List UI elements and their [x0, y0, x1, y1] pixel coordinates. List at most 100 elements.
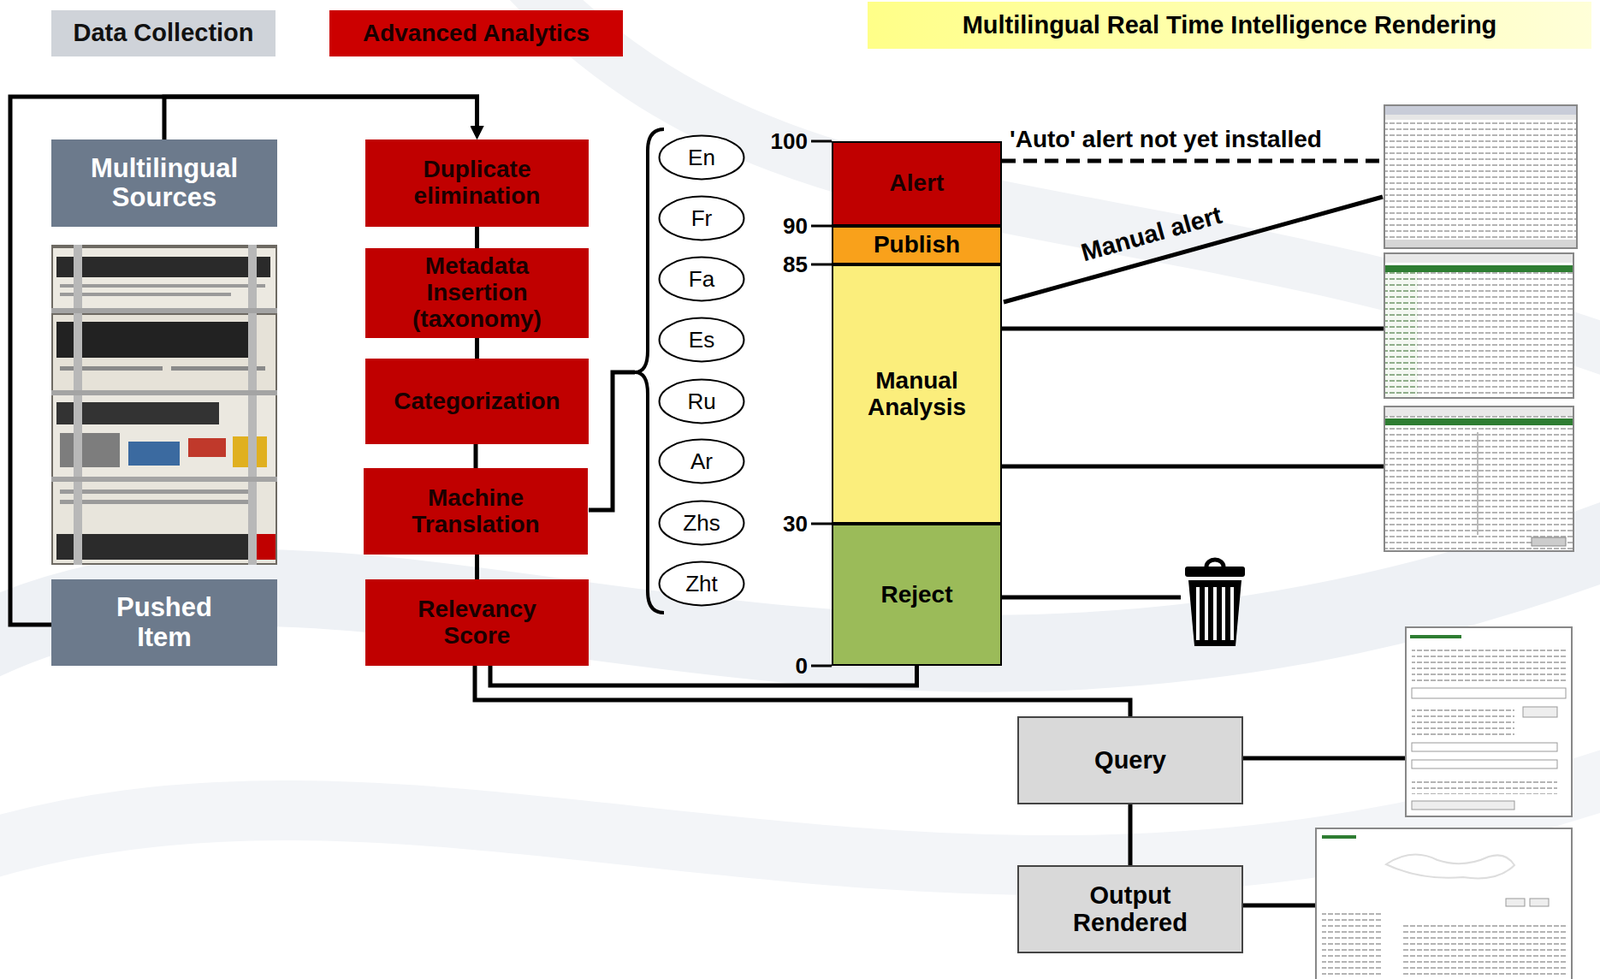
- process-box: Machine Translation: [363, 468, 588, 555]
- leader-lines-part: [1001, 326, 1385, 332]
- scale-ticks-part: [811, 225, 832, 228]
- screenshot-query-form-part: [1411, 800, 1515, 810]
- screenshot-list: [1384, 253, 1574, 398]
- trash-can-part-part: [1196, 586, 1200, 640]
- screenshot-alert-email-part: [1385, 114, 1577, 120]
- screenshot-article-part: [1385, 418, 1573, 426]
- node-text: Duplicate elimination: [384, 156, 570, 210]
- output-box: Query: [1017, 716, 1244, 805]
- section-header: Data Collection: [51, 10, 276, 57]
- language-oval: Zhs: [657, 499, 746, 546]
- screenshot-list-part: [1385, 254, 1573, 263]
- trash-can-part-part: [1213, 586, 1217, 640]
- screenshot-query-form-part: [1411, 687, 1566, 699]
- process-box: Relevancy Score: [365, 579, 589, 666]
- connector: [1128, 804, 1133, 866]
- background-swirl: [0, 0, 1600, 866]
- screenshot-list-part: [1384, 253, 1574, 398]
- note-text: 'Auto' alert not yet installed: [1009, 126, 1322, 154]
- trash-can-part: [1188, 580, 1242, 646]
- newspaper-photo-part: [59, 499, 257, 504]
- connector: [164, 96, 478, 140]
- leader-lines-part: [1243, 756, 1406, 761]
- leader-lines-part: [1001, 595, 1181, 600]
- node-text: En: [687, 145, 716, 171]
- language-brace: [588, 129, 664, 613]
- scale-value: 100: [770, 129, 808, 155]
- connector-group: [10, 96, 1131, 866]
- newspaper-photo-part: [59, 292, 232, 297]
- node-text: Multilingual Sources: [59, 154, 269, 213]
- screenshot-query-form-part: [1411, 646, 1566, 682]
- newspaper-photo-part: [51, 390, 278, 396]
- newspaper-photo-part: [53, 248, 276, 310]
- node-text: Publish: [873, 231, 960, 259]
- process-box: Metadata Insertion (taxonomy): [365, 248, 589, 338]
- screenshot-query-form-part: [1405, 627, 1572, 817]
- language-brace-part: [634, 129, 664, 613]
- scale-ticks-part: [811, 664, 832, 668]
- title-band: Multilingual Real Time Intelligence Rend…: [867, 1, 1592, 49]
- newspaper-photo-part: [73, 244, 83, 565]
- newspaper-photo-part: [248, 244, 257, 565]
- process-box: Categorization: [365, 358, 589, 445]
- newspaper-photo-part: [188, 438, 226, 457]
- screenshot-article-part: [1531, 537, 1566, 546]
- node-text: Advanced Analytics: [362, 20, 590, 48]
- screenshot-query-form-part: [1410, 634, 1462, 639]
- trash-can: [1185, 559, 1245, 646]
- node-text: Fa: [688, 266, 715, 292]
- title-text: Multilingual Real Time Intelligence Rend…: [962, 11, 1498, 40]
- screenshot-alert-email-part: [1385, 106, 1577, 115]
- language-oval: Es: [657, 316, 746, 363]
- newspaper-photo-part: [56, 256, 271, 278]
- scale-ticks-part: [811, 522, 832, 526]
- screenshot-query-form: [1405, 627, 1572, 817]
- oval-shape: [659, 379, 745, 424]
- node-text: Relevancy Score: [384, 596, 570, 650]
- screenshot-query-form-part: [1411, 759, 1558, 769]
- screenshot-list-part: [1385, 265, 1573, 273]
- score-band: Publish: [831, 225, 1002, 265]
- source-box: Pushed Item: [51, 579, 278, 666]
- connector: [490, 665, 918, 686]
- oval-shape: [659, 318, 745, 362]
- newspaper-photo-part: [51, 308, 278, 314]
- connector: [474, 444, 479, 469]
- newspaper-photo-part: [56, 321, 254, 358]
- node-text: Manual Analysis: [841, 367, 992, 421]
- newspaper-photo-part: [51, 244, 278, 565]
- oval-shape: [659, 439, 745, 484]
- screenshot-output-part: [1529, 898, 1549, 907]
- scale-value: 90: [782, 213, 808, 239]
- trash-can-part-part: [1221, 586, 1226, 640]
- screenshot-output-part: [1321, 835, 1357, 839]
- score-band: Manual Analysis: [831, 264, 1002, 524]
- oval-shape: [659, 501, 745, 546]
- score-band: Reject: [831, 523, 1002, 666]
- scale-value: 0: [795, 653, 808, 679]
- scale-value: 85: [782, 252, 808, 278]
- screenshot-list-part: [1385, 272, 1418, 398]
- node-text: Es: [688, 327, 715, 353]
- node-text: Pushed Item: [85, 592, 243, 652]
- screenshot-output-part: [1386, 854, 1515, 879]
- oval-shape: [659, 136, 745, 180]
- process-box: Duplicate elimination: [365, 139, 589, 227]
- connector: [474, 337, 480, 359]
- newspaper-photo-part: [53, 395, 276, 477]
- node-text: Metadata Insertion (taxonomy): [384, 253, 570, 332]
- node-text: Ru: [687, 389, 716, 415]
- node-text: Zhs: [682, 510, 720, 536]
- node-text: Query: [1094, 746, 1167, 775]
- scale-ticks: [811, 141, 832, 666]
- connector: [474, 226, 480, 249]
- language-oval: Ru: [657, 378, 746, 425]
- leader-lines-part: [1001, 159, 1383, 164]
- scale-value: 30: [782, 511, 808, 537]
- oval-shape: [659, 257, 745, 302]
- screenshot-article-part: [1384, 406, 1574, 552]
- newspaper-photo-part: [53, 480, 276, 563]
- leader-lines-part: [1001, 464, 1385, 469]
- trash-can-part-part: [1204, 586, 1209, 640]
